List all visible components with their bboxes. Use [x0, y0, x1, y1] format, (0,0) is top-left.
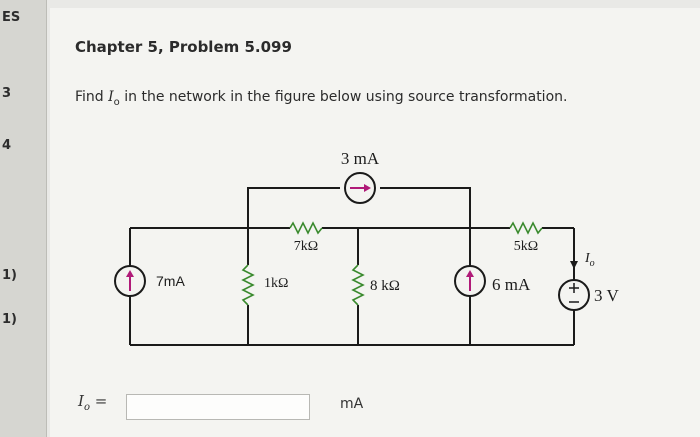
io-arrow: [570, 248, 578, 269]
sidebar-fragment: ES: [2, 10, 21, 25]
label-3v: 3 V: [594, 286, 619, 305]
current-source-6ma: [454, 265, 486, 297]
label-3ma: 3 mA: [341, 149, 380, 168]
answer-label: Io =: [78, 392, 108, 413]
resistor-8k: [351, 264, 365, 306]
answer-unit: mA: [340, 396, 364, 412]
label-8k: 8 kΩ: [370, 278, 400, 294]
sidebar-fragment: 1): [2, 312, 17, 327]
sidebar-fragment: 3: [2, 86, 12, 101]
voltage-source-3v: [558, 279, 590, 311]
prompt-variable-subscript: o: [113, 96, 120, 108]
sidebar-fragment: 4: [2, 138, 12, 153]
label-1k: 1kΩ: [264, 276, 288, 291]
resistor-1k: [241, 264, 255, 306]
sidebar-fragment: 1): [2, 268, 17, 283]
current-source-3ma: [344, 172, 376, 204]
label-io: Io: [584, 251, 595, 269]
label-6ma: 6 mA: [492, 275, 531, 294]
current-source-7ma: [114, 265, 146, 297]
resistor-7k: [289, 221, 323, 235]
circuit-wires: [129, 187, 575, 346]
prompt-text-end: in the network in the figure below using…: [119, 89, 568, 105]
answer-row: Io = mA: [78, 388, 398, 422]
problem-prompt: Find Io in the network in the figure bel…: [75, 89, 567, 108]
label-5k: 5kΩ: [514, 239, 538, 254]
problem-panel: [50, 8, 700, 437]
left-sidebar: ES 3 4 1) 1): [0, 0, 47, 437]
prompt-text-start: Find: [75, 89, 109, 105]
resistor-5k: [509, 221, 543, 235]
label-7ma: 7mA: [156, 273, 185, 289]
prompt-variable: I: [108, 89, 114, 105]
label-7k: 7kΩ: [294, 239, 318, 254]
circuit-diagram: 3 mA 7kΩ 5kΩ 7mA 1kΩ 8 kΩ 6 mA 3 V Io: [114, 149, 619, 346]
answer-input[interactable]: [126, 394, 310, 420]
problem-title: Chapter 5, Problem 5.099: [75, 38, 292, 56]
